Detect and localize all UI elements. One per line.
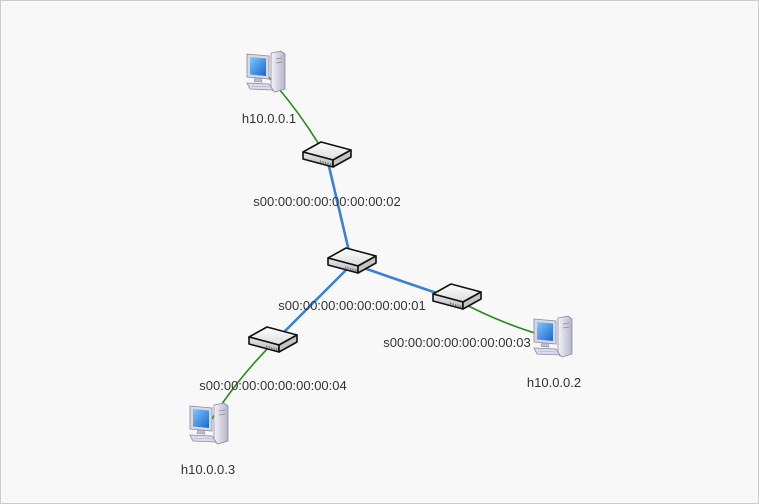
switch-icon bbox=[302, 141, 352, 168]
host-label: h10.0.0.2 bbox=[527, 375, 581, 390]
nodes-layer: h10.0.0.1 h10.0.0.2 h10.0.0.3 s00:00:00:00:… bbox=[181, 50, 581, 477]
switch-s4[interactable]: s00:00:00:00:00:00:00:04 bbox=[199, 326, 347, 393]
computer-icon bbox=[533, 315, 573, 358]
switch-icon bbox=[432, 283, 482, 310]
computer-icon bbox=[246, 50, 286, 93]
switch-s1[interactable]: s00:00:00:00:00:00:00:01 bbox=[278, 247, 426, 313]
switch-label: s00:00:00:00:00:00:00:03 bbox=[383, 335, 530, 350]
host-h2[interactable]: h10.0.0.2 bbox=[527, 315, 581, 390]
link-s1-s4[interactable] bbox=[272, 263, 353, 344]
host-label: h10.0.0.3 bbox=[181, 462, 235, 477]
switch-label: s00:00:00:00:00:00:00:01 bbox=[278, 298, 425, 313]
switch-s2[interactable]: s00:00:00:00:00:00:00:02 bbox=[253, 141, 401, 209]
switch-label: s00:00:00:00:00:00:00:04 bbox=[199, 378, 346, 393]
switch-icon bbox=[248, 326, 298, 353]
computer-icon bbox=[189, 402, 229, 445]
link-s1-s2[interactable] bbox=[325, 157, 354, 265]
host-h1[interactable]: h10.0.0.1 bbox=[242, 50, 296, 126]
host-label: h10.0.0.1 bbox=[242, 111, 296, 126]
switch-label: s00:00:00:00:00:00:00:02 bbox=[253, 194, 400, 209]
host-h3[interactable]: h10.0.0.3 bbox=[181, 402, 235, 477]
switch-s3[interactable]: s00:00:00:00:00:00:00:03 bbox=[383, 283, 531, 350]
